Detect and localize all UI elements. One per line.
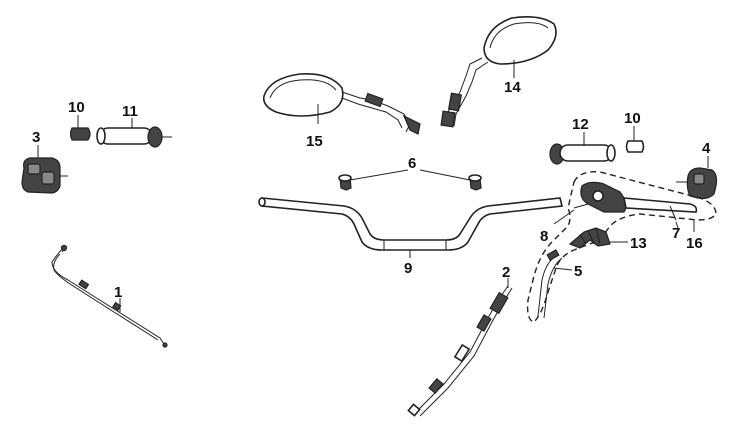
leader-lines [37,60,709,312]
left-grip[interactable] [96,126,172,148]
callout-9: 9 [404,260,412,277]
left-switch-housing[interactable] [21,157,68,194]
callout-1: 1 [114,284,122,301]
callout-labels: 1 2 3 4 5 6 7 8 9 10 10 11 12 13 14 15 1… [32,79,711,301]
long-control-cable[interactable] [407,285,513,417]
left-bar-end-weight[interactable] [69,127,91,141]
brake-lever[interactable] [623,197,698,221]
callout-14: 14 [504,79,521,96]
callout-11: 11 [122,103,138,120]
right-grip[interactable] [549,143,616,165]
brake-hose[interactable] [537,249,573,319]
right-mirror[interactable] [440,16,557,128]
brake-master-cylinder[interactable] [553,181,629,225]
throttle-cable[interactable] [51,244,168,348]
brake-switch-bracket[interactable] [568,227,628,249]
callout-5: 5 [574,263,582,280]
callout-10-left: 10 [68,99,85,116]
callout-6: 6 [408,155,416,172]
callout-4: 4 [702,140,711,157]
right-bar-end-weight[interactable] [625,140,645,153]
handlebar[interactable] [258,197,563,251]
callout-16: 16 [686,235,703,252]
callout-7: 7 [672,225,680,242]
callout-15: 15 [306,133,323,150]
callout-2: 2 [502,264,510,281]
left-mirror[interactable] [262,72,421,135]
callout-12: 12 [572,116,589,133]
callout-10-right: 10 [624,110,641,127]
handlebar-clamp-bolts[interactable] [338,169,482,191]
callout-13: 13 [630,235,647,252]
callout-3: 3 [32,129,40,146]
right-switch-housing[interactable] [676,167,718,200]
brake-assembly-outline [526,171,717,323]
callout-8: 8 [540,228,548,245]
